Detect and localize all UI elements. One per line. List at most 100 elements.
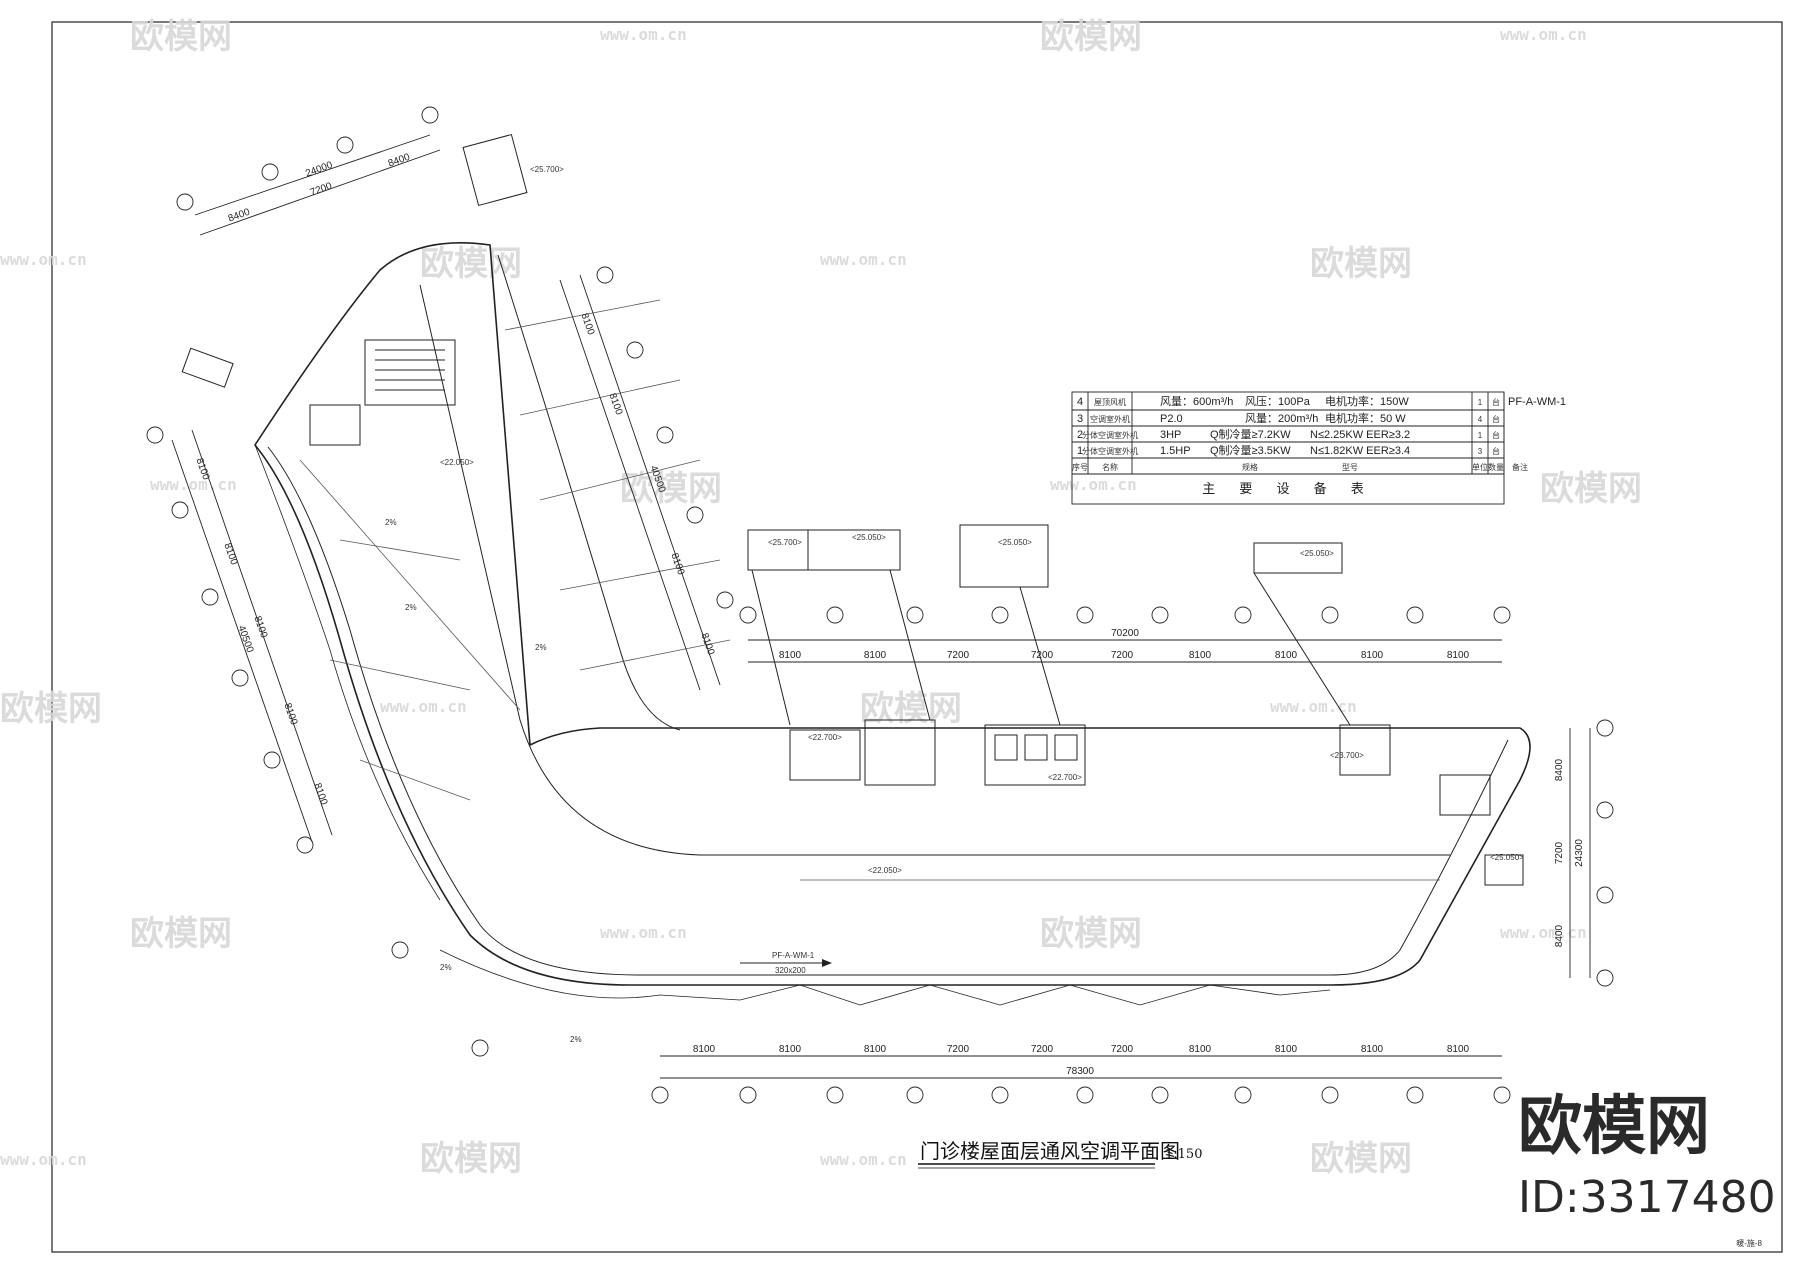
slope-label: 2%: [385, 518, 397, 527]
roof-outer-edge: [254, 242, 1531, 986]
watermark-brand: 欧模网: [420, 1139, 522, 1179]
axis-col-left: [146, 426, 333, 854]
dim-segment: 8100: [281, 702, 299, 727]
table-cell: 2: [1077, 429, 1083, 441]
table-cell: 3: [1077, 413, 1083, 425]
dim-segment: 7200: [309, 181, 334, 199]
dim-segment: 7200: [947, 1044, 970, 1055]
table-cell: 电机功率：50 W: [1325, 411, 1406, 425]
axis-row-bottom: [651, 1055, 1511, 1104]
axis-row-top: [739, 606, 1511, 663]
dim-segment: 8400: [1554, 924, 1565, 947]
machine-rooms: [789, 719, 1524, 886]
table-header: 名称: [1102, 462, 1118, 472]
dim-segment: 8100: [668, 552, 686, 577]
watermark-brand: 欧模网: [420, 244, 522, 284]
parapet-line: [254, 444, 441, 901]
table-cell: 1: [1478, 398, 1483, 407]
drawing-frame: [51, 21, 1783, 1253]
watermark-brand: 欧模网: [1310, 1139, 1412, 1179]
watermark-brand: 欧模网: [130, 17, 232, 57]
slope-label: 2%: [570, 1035, 582, 1044]
table-title: 主 要 设 备 表: [1202, 481, 1374, 497]
level-label: <25.050>: [1490, 853, 1524, 862]
dim-segment: 8100: [221, 542, 239, 567]
table-cell: Q制冷量≥3.5KW: [1210, 444, 1291, 457]
dim-total-top: 70200: [1111, 628, 1139, 639]
sheet-number: 暖-施-8: [1736, 1238, 1762, 1248]
level-label: <25.700>: [530, 165, 564, 174]
table-cell: 空调室外机: [1090, 414, 1130, 424]
table-cell: 3HP: [1160, 429, 1181, 441]
table-cell: 1.5HP: [1160, 445, 1191, 457]
dim-segment: 8100: [1361, 650, 1384, 661]
dimension-labels-right: 24300 8400 7200 8400: [1554, 758, 1585, 947]
watermark-url: www.om.cn: [820, 1150, 907, 1169]
table-cell: N≤2.25KW EER≥3.2: [1310, 429, 1410, 441]
dim-segment: 7200: [1111, 650, 1134, 661]
level-label: <25.700>: [768, 538, 802, 547]
dim-segment: 8100: [1447, 1044, 1470, 1055]
roof-inner-edge: [267, 254, 1509, 976]
parapet-line: [439, 949, 1331, 1006]
watermark-url: www.om.cn: [150, 475, 237, 494]
brand-watermark: 欧模网 ID:3317480: [1518, 1090, 1776, 1223]
dim-segment: 8400: [227, 207, 252, 225]
watermark-url: www.om.cn: [820, 250, 907, 269]
level-label: <25.050>: [1300, 549, 1334, 558]
watermark-url: www.om.cn: [0, 1150, 87, 1169]
dimension-labels-bottom: 78300 8100 8100 8100 7200 7200 7200 8100…: [693, 1044, 1470, 1077]
dim-segment: 8100: [1275, 650, 1298, 661]
table-cell: N≤1.82KW EER≥3.4: [1310, 445, 1410, 457]
table-cell: 4: [1478, 415, 1483, 424]
table-cell: 1: [1478, 431, 1483, 440]
table-header: 单位: [1472, 462, 1488, 472]
drainage-lines: [299, 299, 1440, 881]
dim-segment: 8100: [1275, 1044, 1298, 1055]
level-label: <22.050>: [868, 866, 902, 875]
equipment-table-text: 4 屋顶风机 风量：600m³/h 风压：100Pa 电机功率：150W 1 台…: [1072, 394, 1566, 497]
dim-segment: 7200: [1031, 650, 1054, 661]
dim-total-left: 40500: [235, 624, 255, 654]
slope-labels: 2% 2% 2% 2% 2%: [385, 518, 582, 1044]
table-cell: 台: [1492, 397, 1500, 407]
dim-segment: 8100: [606, 392, 624, 417]
watermark-brand: 欧模网: [1040, 17, 1142, 57]
level-label: <22.700>: [808, 733, 842, 742]
table-cell: PF-A-WM-1: [1508, 396, 1566, 408]
table-cell: Q制冷量≥7.2KW: [1210, 428, 1291, 441]
dim-segment: 7200: [1554, 841, 1565, 864]
dimension-labels-top: 70200 8100 8100 7200 7200 7200 8100 8100…: [779, 628, 1470, 661]
dim-total-top-left: 24000: [304, 160, 334, 180]
table-header: 规格: [1242, 462, 1258, 472]
level-label: <25.050>: [998, 538, 1032, 547]
table-cell: 台: [1492, 414, 1500, 424]
rooftop-units: [747, 524, 1351, 726]
table-cell: 1: [1077, 445, 1083, 457]
watermark-url: www.om.cn: [1050, 475, 1137, 494]
watermark-url: www.om.cn: [1500, 923, 1587, 942]
level-label: <23.700>: [1330, 751, 1364, 760]
table-header: 序号: [1072, 462, 1088, 472]
axis-col-right: [1569, 719, 1614, 987]
equipment-tag: PF-A-WM-1: [772, 951, 815, 960]
duct-size: 320x200: [775, 966, 806, 975]
watermark-brand: 欧模网: [1310, 244, 1412, 284]
dimension-labels-top-left: 24000 8400 7200 8400: [227, 152, 412, 225]
watermark-url: www.om.cn: [1270, 697, 1357, 716]
dim-segment: 8100: [779, 650, 802, 661]
dim-segment: 7200: [1031, 1044, 1054, 1055]
dim-segment: 8100: [1189, 650, 1212, 661]
slope-label: 2%: [405, 603, 417, 612]
dim-segment: 8100: [1189, 1044, 1212, 1055]
table-cell: 风量：600m³/h: [1160, 395, 1233, 408]
watermark-url: www.om.cn: [600, 25, 687, 44]
slope-label: 2%: [440, 963, 452, 972]
table-cell: 屋顶风机: [1094, 397, 1126, 407]
dim-segment: 8100: [698, 632, 716, 657]
table-cell: 台: [1492, 430, 1500, 440]
dim-segment: 8100: [779, 1044, 802, 1055]
dim-segment: 7200: [1111, 1044, 1134, 1055]
axis-top-left: [176, 106, 441, 236]
